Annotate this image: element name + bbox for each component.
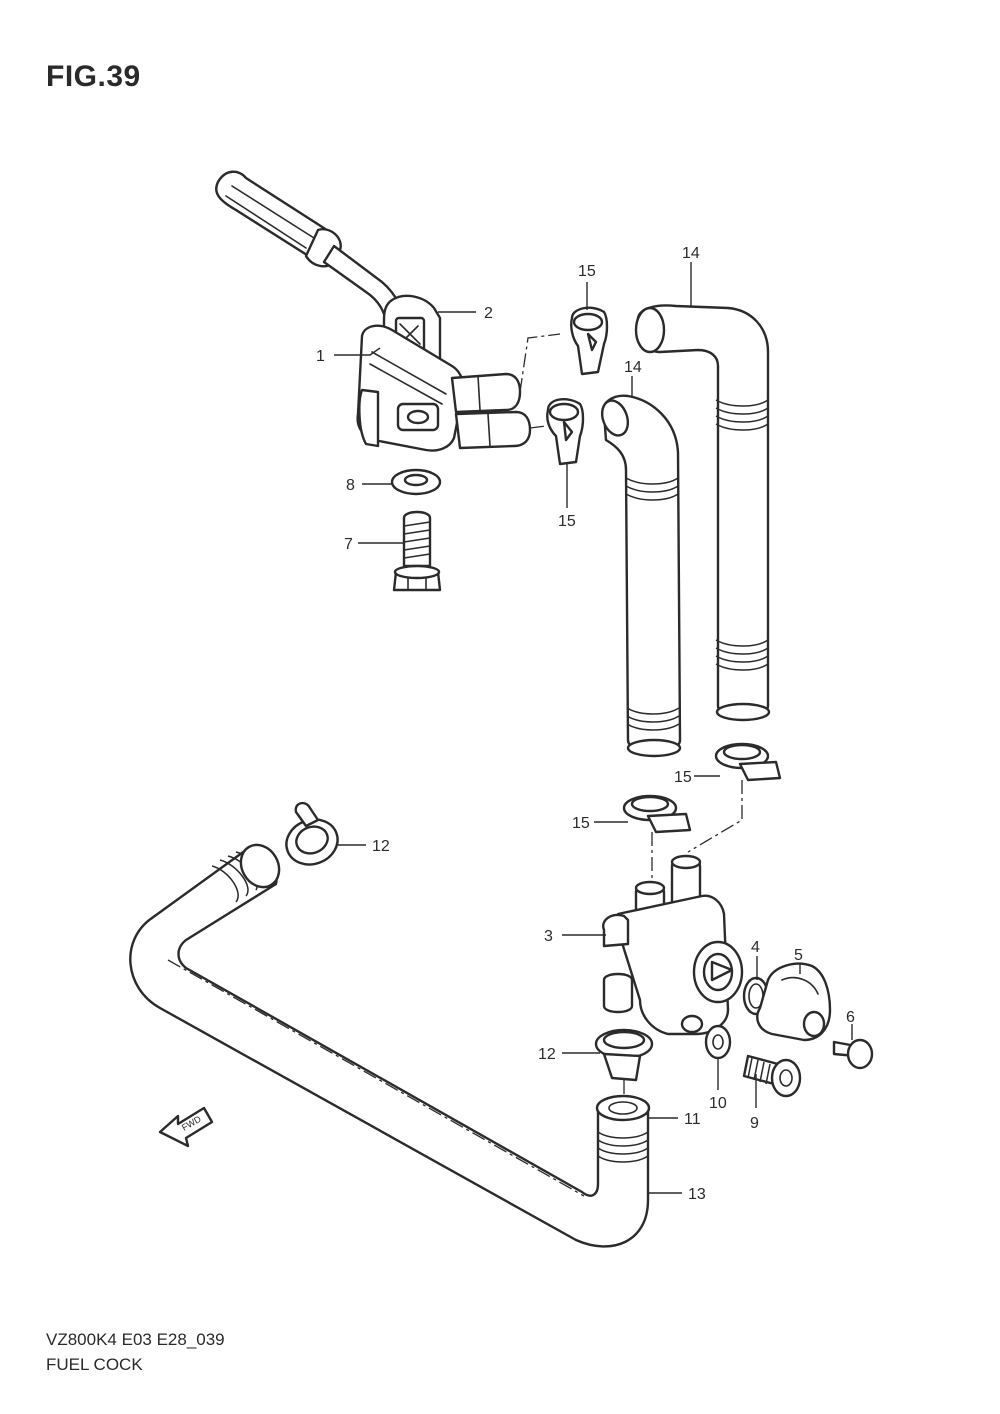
callout-label: 11	[684, 1111, 701, 1128]
callout-label: 15	[674, 769, 692, 786]
callout-2: 2	[438, 305, 493, 322]
callout-12-upper: 12	[336, 838, 390, 855]
figure-title: FIG.39	[46, 60, 141, 93]
callout-6: 6	[846, 1009, 855, 1040]
hose-clamp-part-15-right	[714, 742, 782, 782]
fuel-cock-part-3	[602, 854, 744, 1036]
callout-7: 7	[344, 536, 404, 553]
callout-label: 12	[372, 838, 390, 855]
clip-part-15-upper-a	[570, 306, 609, 376]
callout-label: 9	[750, 1115, 759, 1132]
forward-direction-arrow: FWD	[158, 1106, 214, 1148]
callout-label: 15	[578, 263, 596, 280]
callout-label: 2	[484, 305, 493, 322]
hose-part-13	[129, 843, 650, 1248]
callout-label: 4	[751, 939, 760, 956]
callout-5: 5	[794, 947, 803, 974]
callout-15-mid: 15	[558, 464, 576, 530]
hose-clamp-part-12-lower	[594, 1028, 654, 1082]
callout-label: 13	[688, 1186, 706, 1203]
callout-4: 4	[751, 939, 760, 980]
callout-9: 9	[750, 1074, 759, 1132]
model-code: VZ800K4 E03 E28_039	[46, 1330, 225, 1349]
callout-label: 8	[346, 477, 355, 494]
callout-8: 8	[346, 477, 392, 494]
assembly-name: FUEL COCK	[46, 1355, 143, 1374]
bolt-part-7	[392, 510, 442, 592]
callout-14-short: 14	[624, 359, 642, 398]
fitting-part-11	[595, 1094, 651, 1163]
connection-line	[529, 425, 547, 429]
callout-label: 12	[538, 1046, 556, 1063]
bolt-part-9	[742, 1054, 802, 1098]
screw-part-6	[832, 1038, 874, 1070]
washer-part-10	[704, 1024, 732, 1060]
hose-clamp-part-12-upper	[285, 801, 339, 866]
callout-12-lower: 12	[538, 1046, 600, 1063]
callout-label: 3	[544, 928, 553, 945]
callout-3: 3	[544, 928, 606, 945]
washer-part-8	[390, 468, 442, 496]
callout-15-left: 15	[572, 815, 628, 832]
callout-15-right: 15	[674, 769, 720, 786]
callout-15-top: 15	[578, 263, 596, 310]
hose-part-14-long	[634, 304, 771, 722]
callout-1: 1	[316, 347, 381, 365]
callout-13: 13	[648, 1186, 706, 1203]
callout-10: 10	[709, 1058, 727, 1112]
fuel-cock-upper-assembly	[215, 170, 532, 452]
callout-11: 11	[648, 1111, 701, 1128]
callout-label: 5	[794, 947, 803, 964]
callout-label: 10	[709, 1095, 727, 1112]
hose-part-14-short	[600, 394, 682, 758]
connection-line	[687, 780, 743, 853]
callout-label: 6	[846, 1009, 855, 1026]
callout-label: 1	[316, 348, 325, 365]
connection-line	[519, 333, 561, 393]
lever-part-5	[756, 962, 832, 1042]
callout-14-long: 14	[682, 245, 700, 306]
callout-label: 7	[344, 536, 353, 553]
callout-label: 15	[558, 513, 576, 530]
callout-label: 14	[624, 359, 642, 376]
callout-label: 14	[682, 245, 700, 262]
callout-label: 15	[572, 815, 590, 832]
hose-clamp-part-15-left	[622, 794, 692, 834]
clip-part-15-upper-b	[546, 398, 585, 466]
